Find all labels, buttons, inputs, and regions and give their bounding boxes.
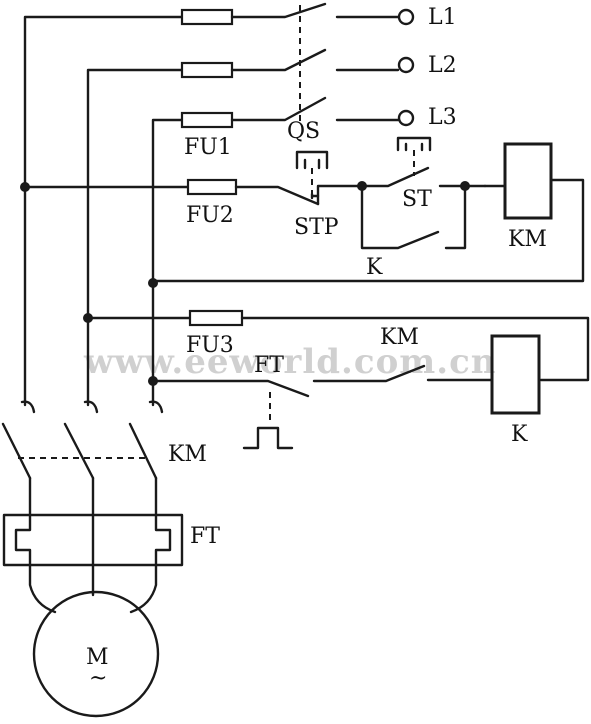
junction-dot [460,181,470,191]
watermark: www.eeworld.com.cn [83,342,497,382]
ft-thermal-icon [242,426,294,450]
st-button-icon [396,136,432,152]
motor-m [28,563,160,718]
control-rung-km [23,142,585,283]
label-km-main: KM [168,442,207,467]
stp-button-icon [295,150,329,170]
junction-dot [83,313,93,323]
label-km-coil: KM [508,227,547,252]
label-qs: QS [287,119,320,144]
supply-line-l1 [23,2,415,407]
fuse-fu1 [180,111,234,129]
fuse-l1 [180,8,234,26]
label-fu2: FU2 [186,203,234,228]
label-ft-contact: FT [254,353,284,378]
thermal-relay-ft [2,513,184,567]
terminal-l3 [397,109,415,127]
junction-dot [357,181,367,191]
terminal-l2 [397,56,415,74]
terminal-l1 [397,8,415,26]
label-motor-ac: ~ [89,666,107,691]
supply-line-l2 [86,48,415,407]
motor-circle [32,590,160,718]
label-km-contact: KM [380,325,419,350]
junction-dot [20,182,30,192]
label-motor: M [86,645,109,670]
label-ft-relay: FT [190,524,220,549]
junction-dot [148,278,158,288]
main-contactor-km [1,400,164,517]
label-l2: L2 [428,53,457,78]
fuse-fu2 [186,178,238,196]
junction-dot [148,376,158,386]
label-l1: L1 [428,5,457,30]
label-st: ST [402,187,432,212]
coil-k [490,334,541,415]
label-stp: STP [294,215,339,240]
fuse-l2 [180,61,234,79]
fuse-fu3 [188,309,244,327]
coil-km [503,142,553,220]
label-k-contact: K [366,255,383,280]
label-fu3: FU3 [186,333,234,358]
supply-line-l3 [151,96,415,407]
label-k-coil: K [511,422,528,447]
label-fu1: FU1 [184,135,232,160]
label-l3: L3 [428,105,457,130]
control-rung-k [86,309,590,415]
